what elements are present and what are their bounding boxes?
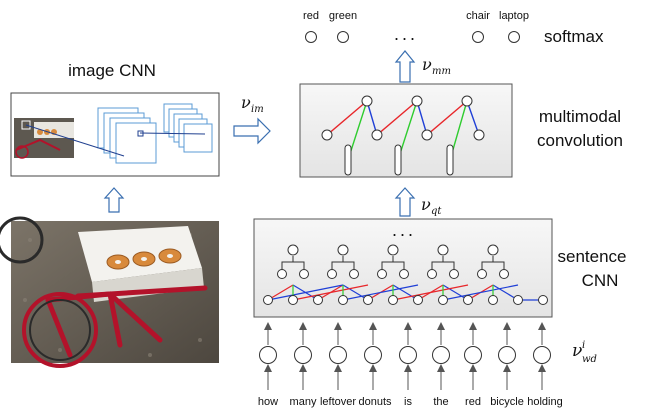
sentence-cnn-label-line2: CNN — [582, 271, 619, 290]
softmax-node — [472, 31, 484, 43]
multimodal-node — [421, 129, 433, 141]
softmax-node — [508, 31, 520, 43]
question-word: red — [465, 396, 481, 408]
conv-feature-stack-2 — [163, 103, 213, 153]
question-word: many — [290, 396, 317, 408]
softmax-nodes — [305, 31, 520, 43]
hollow-up-arrow — [103, 187, 125, 213]
conv-feature-stack-1 — [97, 107, 157, 164]
output-word-green: green — [329, 10, 357, 22]
output-word-laptop: laptop — [499, 10, 529, 22]
image-feature-node — [344, 144, 352, 176]
v-im-symbol: ν — [241, 93, 251, 112]
softmax-ellipsis: ... — [394, 24, 418, 44]
question-word: how — [258, 396, 278, 408]
question-word: bicycle — [490, 396, 524, 408]
question-word: is — [404, 396, 412, 408]
question-word: leftover — [320, 396, 356, 408]
question-word: holding — [527, 396, 562, 408]
v-mm-subscript: mm — [432, 66, 451, 77]
question-words: how many leftover donuts is the red bicy… — [258, 396, 563, 408]
word-embedding-nodes — [259, 346, 551, 364]
softmax-node — [305, 31, 317, 43]
v-qt-subscript: qt — [431, 206, 442, 217]
sentence-cnn-label-line1: sentence — [558, 247, 627, 266]
v-im-subscript: im — [251, 104, 264, 115]
question-word: the — [433, 396, 448, 408]
multimodal-node — [361, 95, 373, 107]
multimodal-label-line1: multimodal — [539, 107, 621, 126]
image-cnn-label: image CNN — [68, 61, 156, 80]
sentence-cnn-ellipsis: ... — [392, 220, 416, 240]
embedding-arrows — [264, 322, 546, 390]
multimodal-node — [473, 129, 485, 141]
question-word: donuts — [358, 396, 392, 408]
multimodal-label-line2: convolution — [537, 131, 623, 150]
multimodal-node — [321, 129, 333, 141]
v-mm-symbol: ν — [422, 55, 432, 74]
input-thumbnail — [14, 118, 74, 159]
sentence-pool-trees — [281, 256, 505, 270]
softmax-node — [337, 31, 349, 43]
v-qt-symbol: ν — [421, 195, 431, 214]
hollow-up-arrow — [394, 50, 416, 83]
image-feature-node — [394, 144, 402, 176]
v-wd-subscript: wd — [582, 354, 597, 365]
hollow-up-arrow — [394, 187, 416, 217]
sentence-cnn-nodes — [263, 244, 548, 305]
v-wd-superscript: i — [582, 340, 585, 351]
v-wd-symbol: ν — [572, 341, 582, 361]
image-feature-node — [446, 144, 454, 176]
hollow-right-arrow — [233, 117, 271, 145]
multimodal-node — [461, 95, 473, 107]
output-word-red: red — [303, 10, 319, 22]
conv-connection-lines — [21, 120, 206, 157]
input-photo — [0, 216, 219, 368]
output-word-row: red green chair laptop — [303, 10, 529, 22]
multimodal-node — [411, 95, 423, 107]
multimodal-node — [371, 129, 383, 141]
softmax-label: softmax — [544, 27, 604, 46]
multimodal-nodes — [321, 95, 485, 176]
output-word-chair: chair — [466, 10, 490, 22]
